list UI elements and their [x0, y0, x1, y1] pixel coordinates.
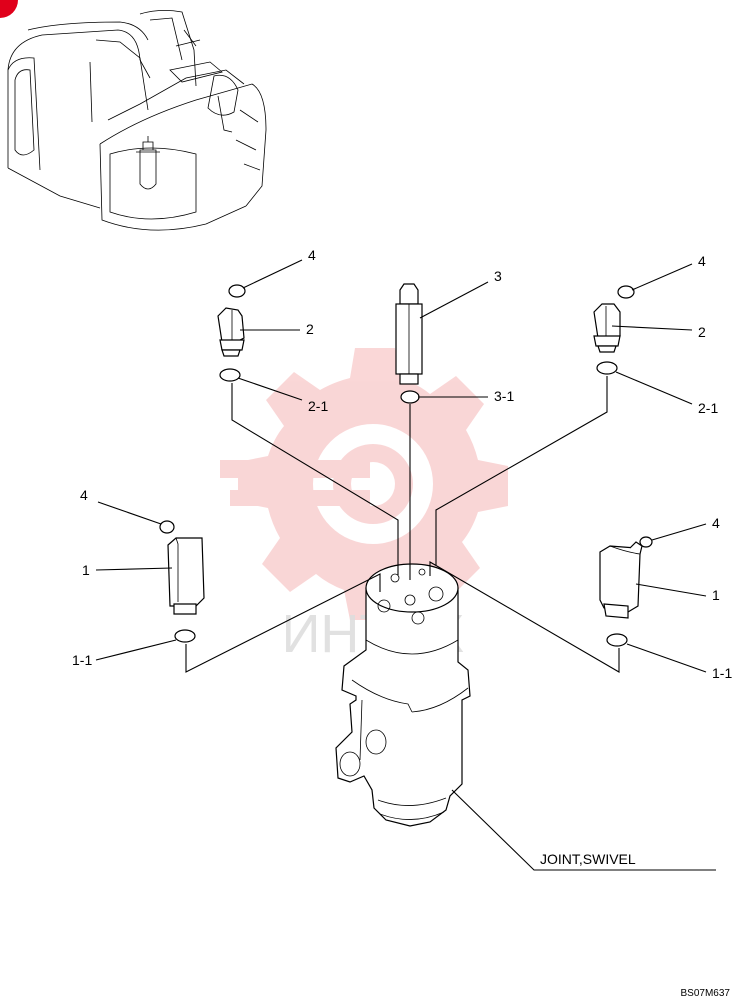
callout-3: 3	[494, 268, 502, 284]
elbow-2-right	[593, 303, 621, 353]
callout-2-1-right: 2-1	[698, 400, 718, 416]
callout-1-1-left: 1-1	[72, 652, 92, 668]
corner-marker	[0, 0, 18, 18]
callout-2-1-left: 2-1	[308, 398, 328, 414]
callout-1-1-right: 1-1	[712, 665, 732, 681]
callout-4-right-lower: 4	[712, 515, 720, 531]
callouts: 4 2 2-1 3 3-1 4 2 2-1 4 1 1-1 4 1 1-1 JO…	[72, 247, 732, 867]
callout-4-right-upper: 4	[698, 253, 706, 269]
callout-4-left-upper: 4	[308, 247, 316, 263]
oring-4-left-lower	[159, 520, 175, 534]
oring-4-right-upper	[617, 285, 635, 299]
connector-3	[395, 283, 423, 385]
excavator-locator-illustration	[7, 10, 267, 231]
fitting-1-right	[599, 541, 643, 619]
oring-3-1	[400, 390, 420, 404]
callout-2-left: 2	[306, 321, 314, 337]
oring-2-1-left	[219, 368, 241, 382]
elbow-2-left	[217, 307, 245, 357]
oring-1-1-right	[606, 633, 628, 647]
callout-1-right: 1	[712, 587, 720, 603]
assembly-label: JOINT,SWIVEL	[540, 851, 636, 867]
oring-2-1-right	[596, 361, 618, 375]
drawing-code: BS07M637	[681, 988, 731, 999]
oring-4-right-lower	[639, 536, 653, 548]
callout-1-left: 1	[82, 562, 90, 578]
callout-3-1: 3-1	[494, 388, 514, 404]
watermark-logo: ИНТЕХ	[220, 348, 508, 664]
swivel-joint	[335, 563, 471, 827]
callout-2-right: 2	[698, 324, 706, 340]
assembly-lines	[185, 376, 620, 673]
leader-lines	[95, 259, 716, 871]
watermark-gear	[238, 348, 508, 620]
fitting-1-left	[167, 537, 205, 615]
callout-4-left-lower: 4	[80, 487, 88, 503]
oring-1-1-left	[174, 629, 196, 643]
oring-4-left-upper	[228, 284, 246, 298]
